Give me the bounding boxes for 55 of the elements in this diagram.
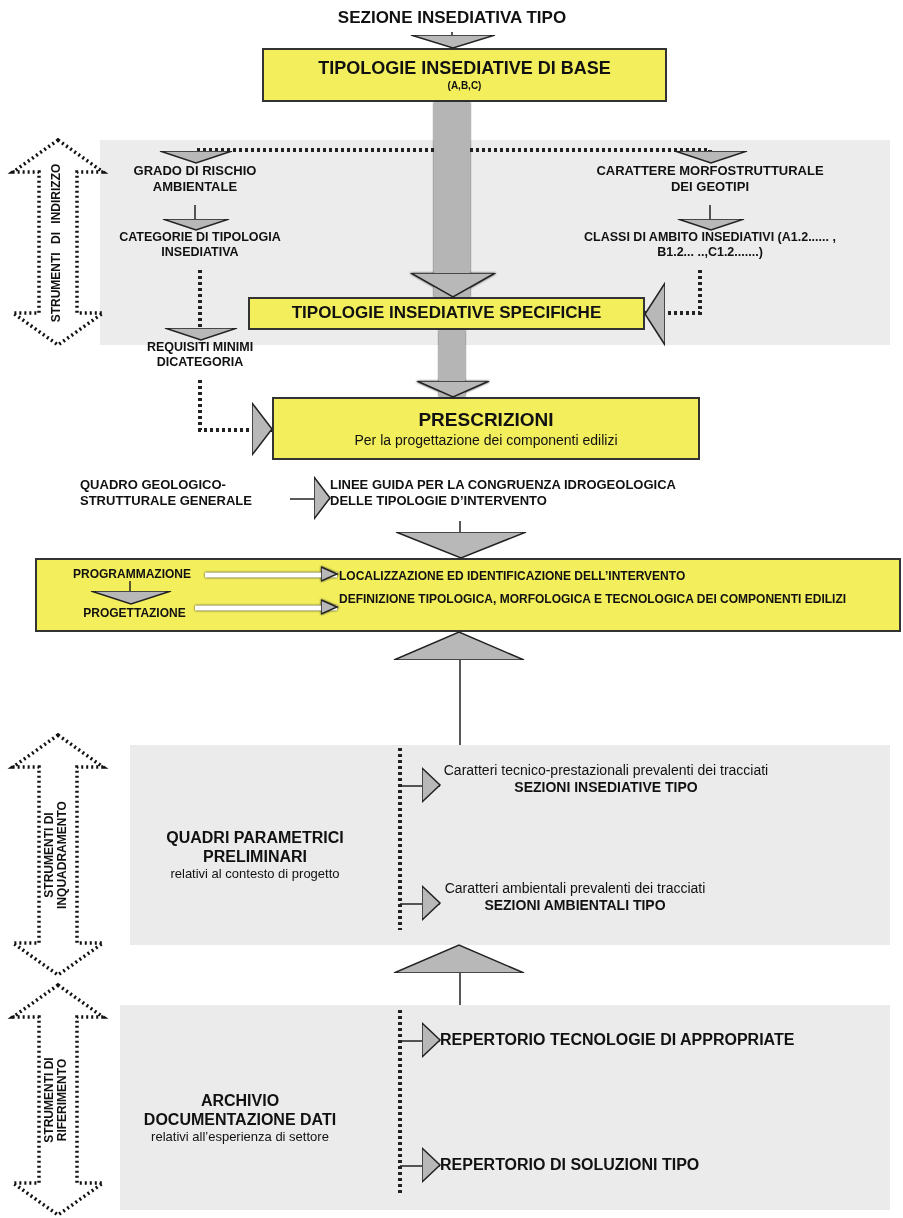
arrow	[90, 580, 172, 605]
heading-text: SEZIONI AMBIENTALI TIPO	[483, 896, 667, 914]
panel	[130, 745, 890, 945]
heading-text: QUADRI PARAMETRICI PRELIMINARI	[165, 828, 345, 867]
heading-text: (A,B,C)	[446, 79, 483, 92]
label-text: CATEGORIE DI TIPOLOGIA INSEDIATIVA	[118, 230, 282, 260]
label-text: TIPOLOGIE INSEDIATIVE SPECIFICHE	[290, 303, 603, 324]
label-text: REPERTORIO DI SOLUZIONI TIPO	[440, 1155, 701, 1175]
process-box	[262, 48, 667, 102]
arrow	[399, 767, 441, 803]
side-label: STRUMENTI DI RIFERIMENTO	[43, 1056, 71, 1145]
subtitle-text: Caratteri tecnico-prestazionali prevalenti dei tracciati	[442, 762, 770, 779]
heading-text: SEZIONI INSEDIATIVE TIPO	[513, 778, 699, 796]
label-text: GRADO DI RISCHIO AMBIENTALE	[132, 163, 258, 195]
heading-text: TIPOLOGIE INSEDIATIVE DI BASE	[317, 58, 612, 80]
arrow	[410, 31, 496, 49]
arrow	[399, 1022, 441, 1058]
arrow	[164, 270, 238, 341]
label-text: CLASSI DI AMBITO INSEDIATIVI (A1.2...... , B1.2... ..,C1.2.......)	[583, 230, 837, 260]
subtitle-text: Caratteri ambientali prevalenti dei tracciati	[443, 880, 707, 897]
arrow	[395, 520, 527, 559]
side-label: STRUMENTI DI INDIRIZZO	[50, 162, 64, 324]
label-text: REPERTORIO TECNOLOGIE DI APPROPRIATE	[440, 1030, 796, 1050]
panel	[120, 1005, 890, 1210]
label-text: LINEE GUIDA PER LA CONGRUENZA IDROGEOLOGICA DELLE TIPOLOGIE D’INTERVENTO	[330, 477, 677, 509]
arrow	[416, 330, 490, 398]
subtitle-text: Per la progettazione dei componenti edilizi	[353, 431, 619, 449]
arrow	[393, 944, 525, 1006]
process-box	[248, 297, 645, 330]
arrow	[205, 566, 338, 582]
side-label: STRUMENTI DI INQUADRAMENTO	[43, 800, 71, 911]
arrow	[399, 1147, 441, 1183]
label-text: SEZIONE INSEDIATIVA TIPO	[336, 8, 568, 29]
heading-text: PRESCRIZIONI	[417, 408, 555, 432]
label-text: DEFINIZIONE TIPOLOGICA, MORFOLOGICA E TECNOLOGICA DEI COMPONENTI EDILIZI	[339, 592, 848, 607]
arrow	[410, 102, 496, 298]
arrow	[677, 204, 745, 231]
heading-text: ARCHIVIO DOCUMENTAZIONE DATI	[142, 1090, 338, 1129]
label-text: QUADRO GEOLOGICO-STRUTTURALE GENERALE	[80, 477, 253, 509]
label-text: PROGETTAZIONE	[82, 606, 187, 621]
arrow	[162, 204, 230, 231]
arrow	[195, 599, 338, 615]
process-box	[272, 397, 700, 460]
arrow	[198, 380, 273, 456]
label-text: LOCALIZZAZIONE ED IDENTIFICAZIONE DELL’INTERVENTO	[339, 569, 687, 584]
subtitle-text: relativi al contesto di progetto	[169, 866, 341, 882]
process-band	[35, 558, 901, 632]
label-text: PROGRAMMAZIONE	[72, 567, 192, 582]
label-text: CARATTERE MORFOSTRUTTURALE DEI GEOTIPI	[595, 163, 825, 195]
arrow	[644, 270, 702, 346]
arrow	[289, 476, 331, 520]
arrow	[399, 885, 441, 921]
label-text: REQUISITI MINIMI DICATEGORIA	[145, 340, 255, 370]
subtitle-text: relativi all’esperienza di settore	[150, 1128, 330, 1145]
arrow	[393, 631, 525, 746]
